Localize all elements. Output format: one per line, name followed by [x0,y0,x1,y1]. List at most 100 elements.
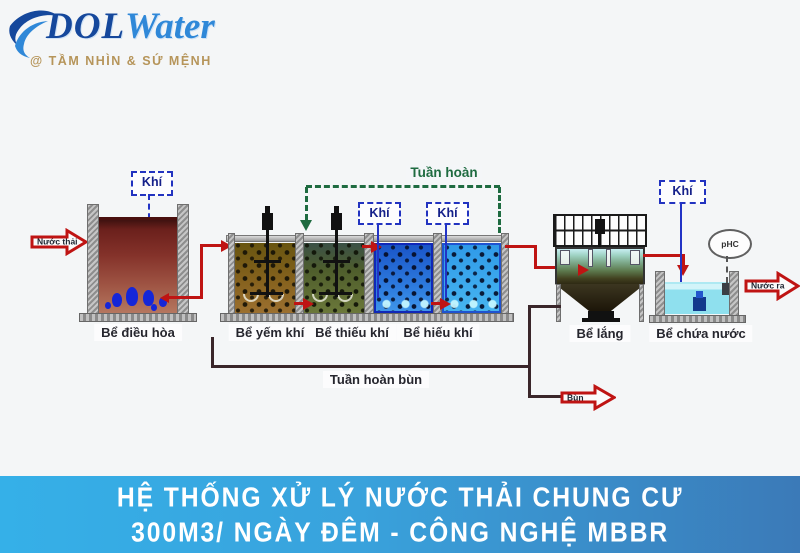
sludge-return-label: Tuần hoàn bùn [322,371,430,388]
pipe2-h2 [534,266,575,269]
storage-wall-left [655,271,665,316]
sludge-out-arrow: Bùn [560,384,616,411]
recirc-line-left [305,187,308,220]
aeration-bubbles [377,295,430,310]
clarifier-motor [595,219,605,234]
mixer-shaft-anaerobic [266,230,269,297]
air-pipe-aerobic2 [445,223,447,298]
clarifier-pipe [606,249,611,267]
pipe3-v [682,254,685,266]
bubble [143,290,154,306]
aerobic-cell-2 [442,243,501,313]
clarifier-cone [555,284,645,314]
clarifier-pipe [588,249,593,267]
clarifier-foot [582,318,620,322]
storage-wall-right [729,271,739,316]
mixer-shaft-anoxic [335,230,338,297]
tankblock-base [220,313,514,322]
tank6-label: Bể chứa nước [649,325,753,342]
brand-water: Water [125,6,215,47]
tank1-wall-left [87,204,99,314]
inlet-arrow: Nước thải [30,228,88,256]
aerobic-cell-1 [374,243,433,313]
cellflow-1 [294,302,305,305]
clarifier-motor-shaft [598,232,601,248]
air-label-storage: Khí [659,180,706,204]
storage-pump-top [696,291,703,298]
tank1-base [79,313,197,322]
air-label-aerobic1: Khí [358,202,401,225]
inlet-arrow-label: Nước thải [37,236,78,247]
ph-sensor-line [726,256,728,283]
recirc-line-right [498,187,501,233]
tank1-label: Bể điều hòa [94,324,182,341]
mixer-paddle [254,260,281,263]
brand-tagline: @ TẦM NHÌN & SỨ MỆNH [30,54,212,68]
sludge-pipe-top [528,305,561,308]
brand-name: DOLWater [46,8,215,45]
mixer-motor-anaerobic [262,213,273,230]
cellflow-2 [362,245,373,248]
clarifier-launder-left [560,250,570,265]
air-label-aerobic2: Khí [426,202,469,225]
mixer-paddle [319,292,352,295]
clarifier-inlet-head [578,264,589,276]
air-pipe-aerobic1 [377,223,379,298]
clarifier-pedestal [588,311,614,319]
pipe2-h [505,245,537,248]
tank3-label: Bể thiếu khí [308,324,396,341]
cellflow-3-head [440,298,451,310]
anaerobic-cell [235,243,295,313]
storage-pump [693,297,706,311]
ph-controller-bubble: pHC [708,229,752,259]
sludge-waste-line [531,395,561,398]
tank2-label: Bể yếm khí [228,324,312,341]
pipe1-suction-arrowhead [160,293,169,303]
ph-controller-label: pHC [721,239,739,249]
clarifier-launder-right [630,250,640,265]
bubble [105,302,111,309]
flow-arc [243,294,259,302]
clarifier-leg-right [639,284,644,322]
pipe2-v [534,245,537,269]
brand-dol: DOL [46,6,126,47]
storage-base [649,315,746,323]
tank4-label: Bể hiếu khí [396,324,480,341]
sludge-pipe-down [528,305,531,398]
banner-line-1: HỆ THỐNG XỬ LÝ NƯỚC THẢI CHUNG CƯ [116,480,684,513]
recirc-label: Tuần hoàn [406,165,482,180]
pipe3-arrowhead [677,265,689,276]
outlet-arrow: Nước ra [744,271,800,301]
aeration-bubbles [445,295,498,310]
outlet-arrow-label: Nước ra [751,280,785,291]
clarifier-leg-left [556,284,561,322]
bubble [151,304,157,311]
pipe3-h [643,254,685,257]
wave-icon [9,10,58,58]
air-pipe-storage [680,202,682,296]
recirc-line-top [306,185,500,188]
sludge-out-label: Bùn [567,392,584,402]
pipe1-v [200,244,203,299]
mixer-paddle [250,292,283,295]
recirc-arrowhead [300,220,312,231]
ph-sensor [722,283,731,295]
pipe1-h2 [203,244,222,247]
sludge-return-up [211,337,214,368]
mixer-motor-anoxic [331,213,342,230]
cellflow-3 [431,302,442,305]
anoxic-cell [304,243,364,313]
pipe1-h [168,296,203,299]
banner-line-2: 300M3/ NGÀY ĐÊM - CÔNG NGHỆ MBBR [131,515,669,548]
bubble [126,287,138,306]
mixer-motor-head [334,206,339,214]
mixer-paddle [323,260,350,263]
mixer-motor-head [265,206,270,214]
flow-arc [268,294,284,302]
tankblock-wall-left [228,233,235,315]
cellflow-1-head [303,298,314,310]
bubble [112,293,122,307]
flow-arc [312,294,328,302]
tank5-label: Bể lắng [569,325,631,342]
